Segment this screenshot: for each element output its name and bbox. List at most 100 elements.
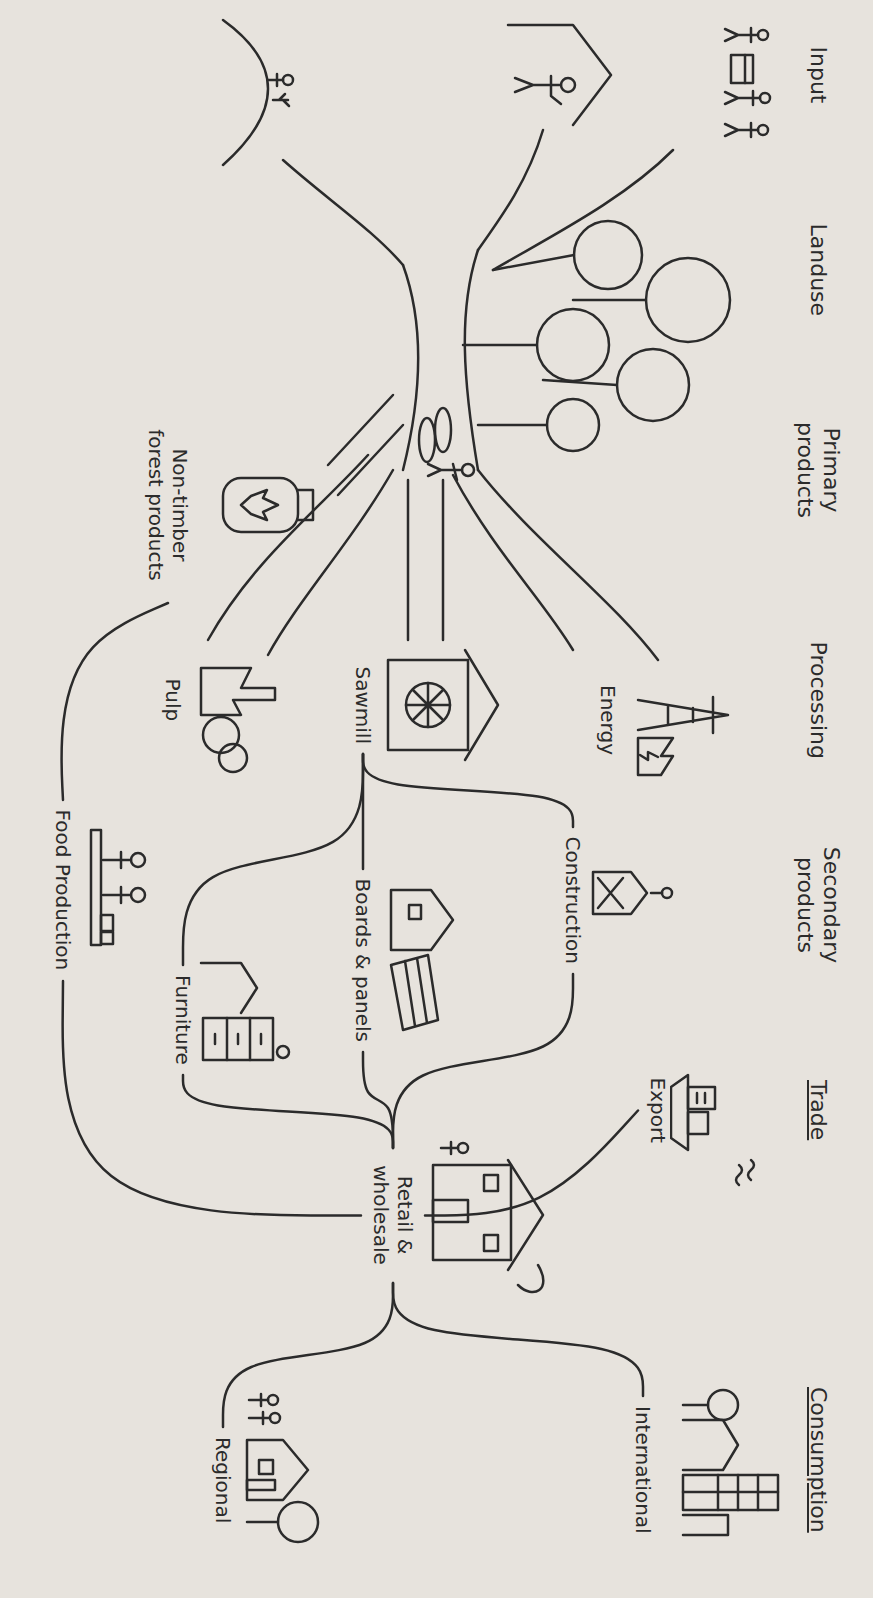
column-heading: Primary products [790,413,847,528]
sawmill-icon-part [465,650,498,760]
house-with-person-part [561,78,575,92]
pulp-mill-icon [201,668,275,772]
export-ship-icon-part [688,1112,708,1134]
stage-label-text: Non-timber forest products [144,418,192,593]
flow-stage-label: Regional [208,1432,238,1528]
tree-trunk-and-roots-part [478,130,543,250]
processing-branches-part [328,395,393,465]
syrup-bottle-icon-part [223,478,298,532]
food-table-icon-part [101,915,113,931]
logs-and-logger-part [428,464,462,480]
processing-branches-part [442,480,445,640]
board-factory-icon-part [409,905,421,919]
pulp-mill-icon-part [219,744,247,772]
flow-stage-label: Construction [558,832,588,969]
retail-store-icon-part [508,1160,543,1270]
retail-store-icon-part [433,1200,468,1222]
retail-store-icon [433,1142,543,1292]
input-people-part [760,93,770,103]
forest-canopy-part [463,344,537,347]
flow-stage-label: Retail & wholesale [366,1153,420,1278]
input-people-part [758,30,768,40]
processing-branches-part [453,475,573,650]
logs-and-logger [419,408,474,480]
tree-trunk-and-roots-part [465,250,478,470]
retail-store-icon-part [518,1265,543,1292]
processing-branches-part [268,470,393,655]
input-people-part [758,125,768,135]
flow-stage-label: Non-timber forest products [141,413,195,598]
town-icon-part [259,1460,273,1474]
input-people-part [725,91,760,105]
town-icon-part [268,1395,278,1405]
hill-with-grower-part [223,20,268,165]
processing-branches-part [478,470,658,660]
stage-label-text: Energy [596,685,620,755]
town-icon-part [270,1413,280,1423]
column-heading: Landuse [803,220,833,321]
furniture-icon [201,963,289,1060]
column-heading: Input [803,43,833,108]
tree-trunk-and-roots-part [403,265,418,470]
flow-connector [425,1111,638,1216]
construction-icon-part [662,888,672,898]
flow-stage-label: International [628,1401,658,1539]
energy-plant-icon [638,697,728,775]
flow-connector [183,1075,393,1148]
town-icon-part [247,1440,308,1500]
hill-with-grower [223,20,293,165]
retail-store-icon-part [484,1235,498,1251]
column-heading: Secondary products [790,843,847,968]
construction-icon-part [593,872,647,914]
tree-trunk-and-roots-part [493,150,673,270]
food-table-icon-part [131,853,145,867]
processing-branches [208,395,658,660]
flow-stage-label: Sawmill [348,662,378,749]
flow-connector [183,754,363,965]
retail-store-icon-part [484,1175,498,1191]
house-with-person-part [515,76,561,104]
house-with-person-part [508,25,611,125]
stage-label-text: Sawmill [351,667,375,744]
flow-connector [393,974,573,1148]
house-with-person [508,25,611,125]
tree-trunk-and-roots-part [283,160,403,265]
input-people-part [725,123,758,137]
connector-group [62,603,644,1427]
stage-label-text: Regional [211,1437,235,1523]
flow-connector [363,754,573,827]
construction-icon-part [651,892,662,895]
flow-stage-label: Pulp [158,674,188,727]
board-factory-icon [391,890,453,1030]
export-ship-icon-part [671,1075,688,1150]
forest-canopy-part [646,258,730,342]
stage-label-text: Furniture [171,975,195,1065]
flow-stage-label: Food Production [48,805,78,976]
food-table-icon-part [103,852,131,868]
forest-canopy-part [617,349,689,421]
town-icon-part [249,1394,268,1406]
food-table-icon-part [101,932,113,944]
furniture-icon-part [215,1018,261,1060]
column-heading: Trade [803,1076,833,1144]
stage-label-text: Retail & wholesale [369,1158,417,1273]
tree-trunk-and-roots [283,130,673,470]
furniture-icon-part [203,1018,273,1060]
logs-and-logger-part [435,408,451,452]
energy-plant-icon-part [638,697,728,733]
furniture-icon-part [201,963,257,1013]
export-ship-icon-part [697,1093,705,1103]
stage-label-text: Pulp [161,679,185,722]
input-people [725,28,770,137]
syrup-bottle-icon-part [298,490,313,520]
input-people-part [731,55,753,83]
construction-icon [593,872,672,914]
flow-stage-label: Furniture [168,970,198,1070]
food-table-icon [91,830,145,945]
hill-with-grower-part [268,74,289,106]
processing-branches-part [338,425,403,495]
food-table-icon-part [91,830,101,945]
forest-canopy-part [574,221,642,289]
pulp-mill-icon-part [203,717,239,753]
stage-label-text: International [631,1406,655,1534]
